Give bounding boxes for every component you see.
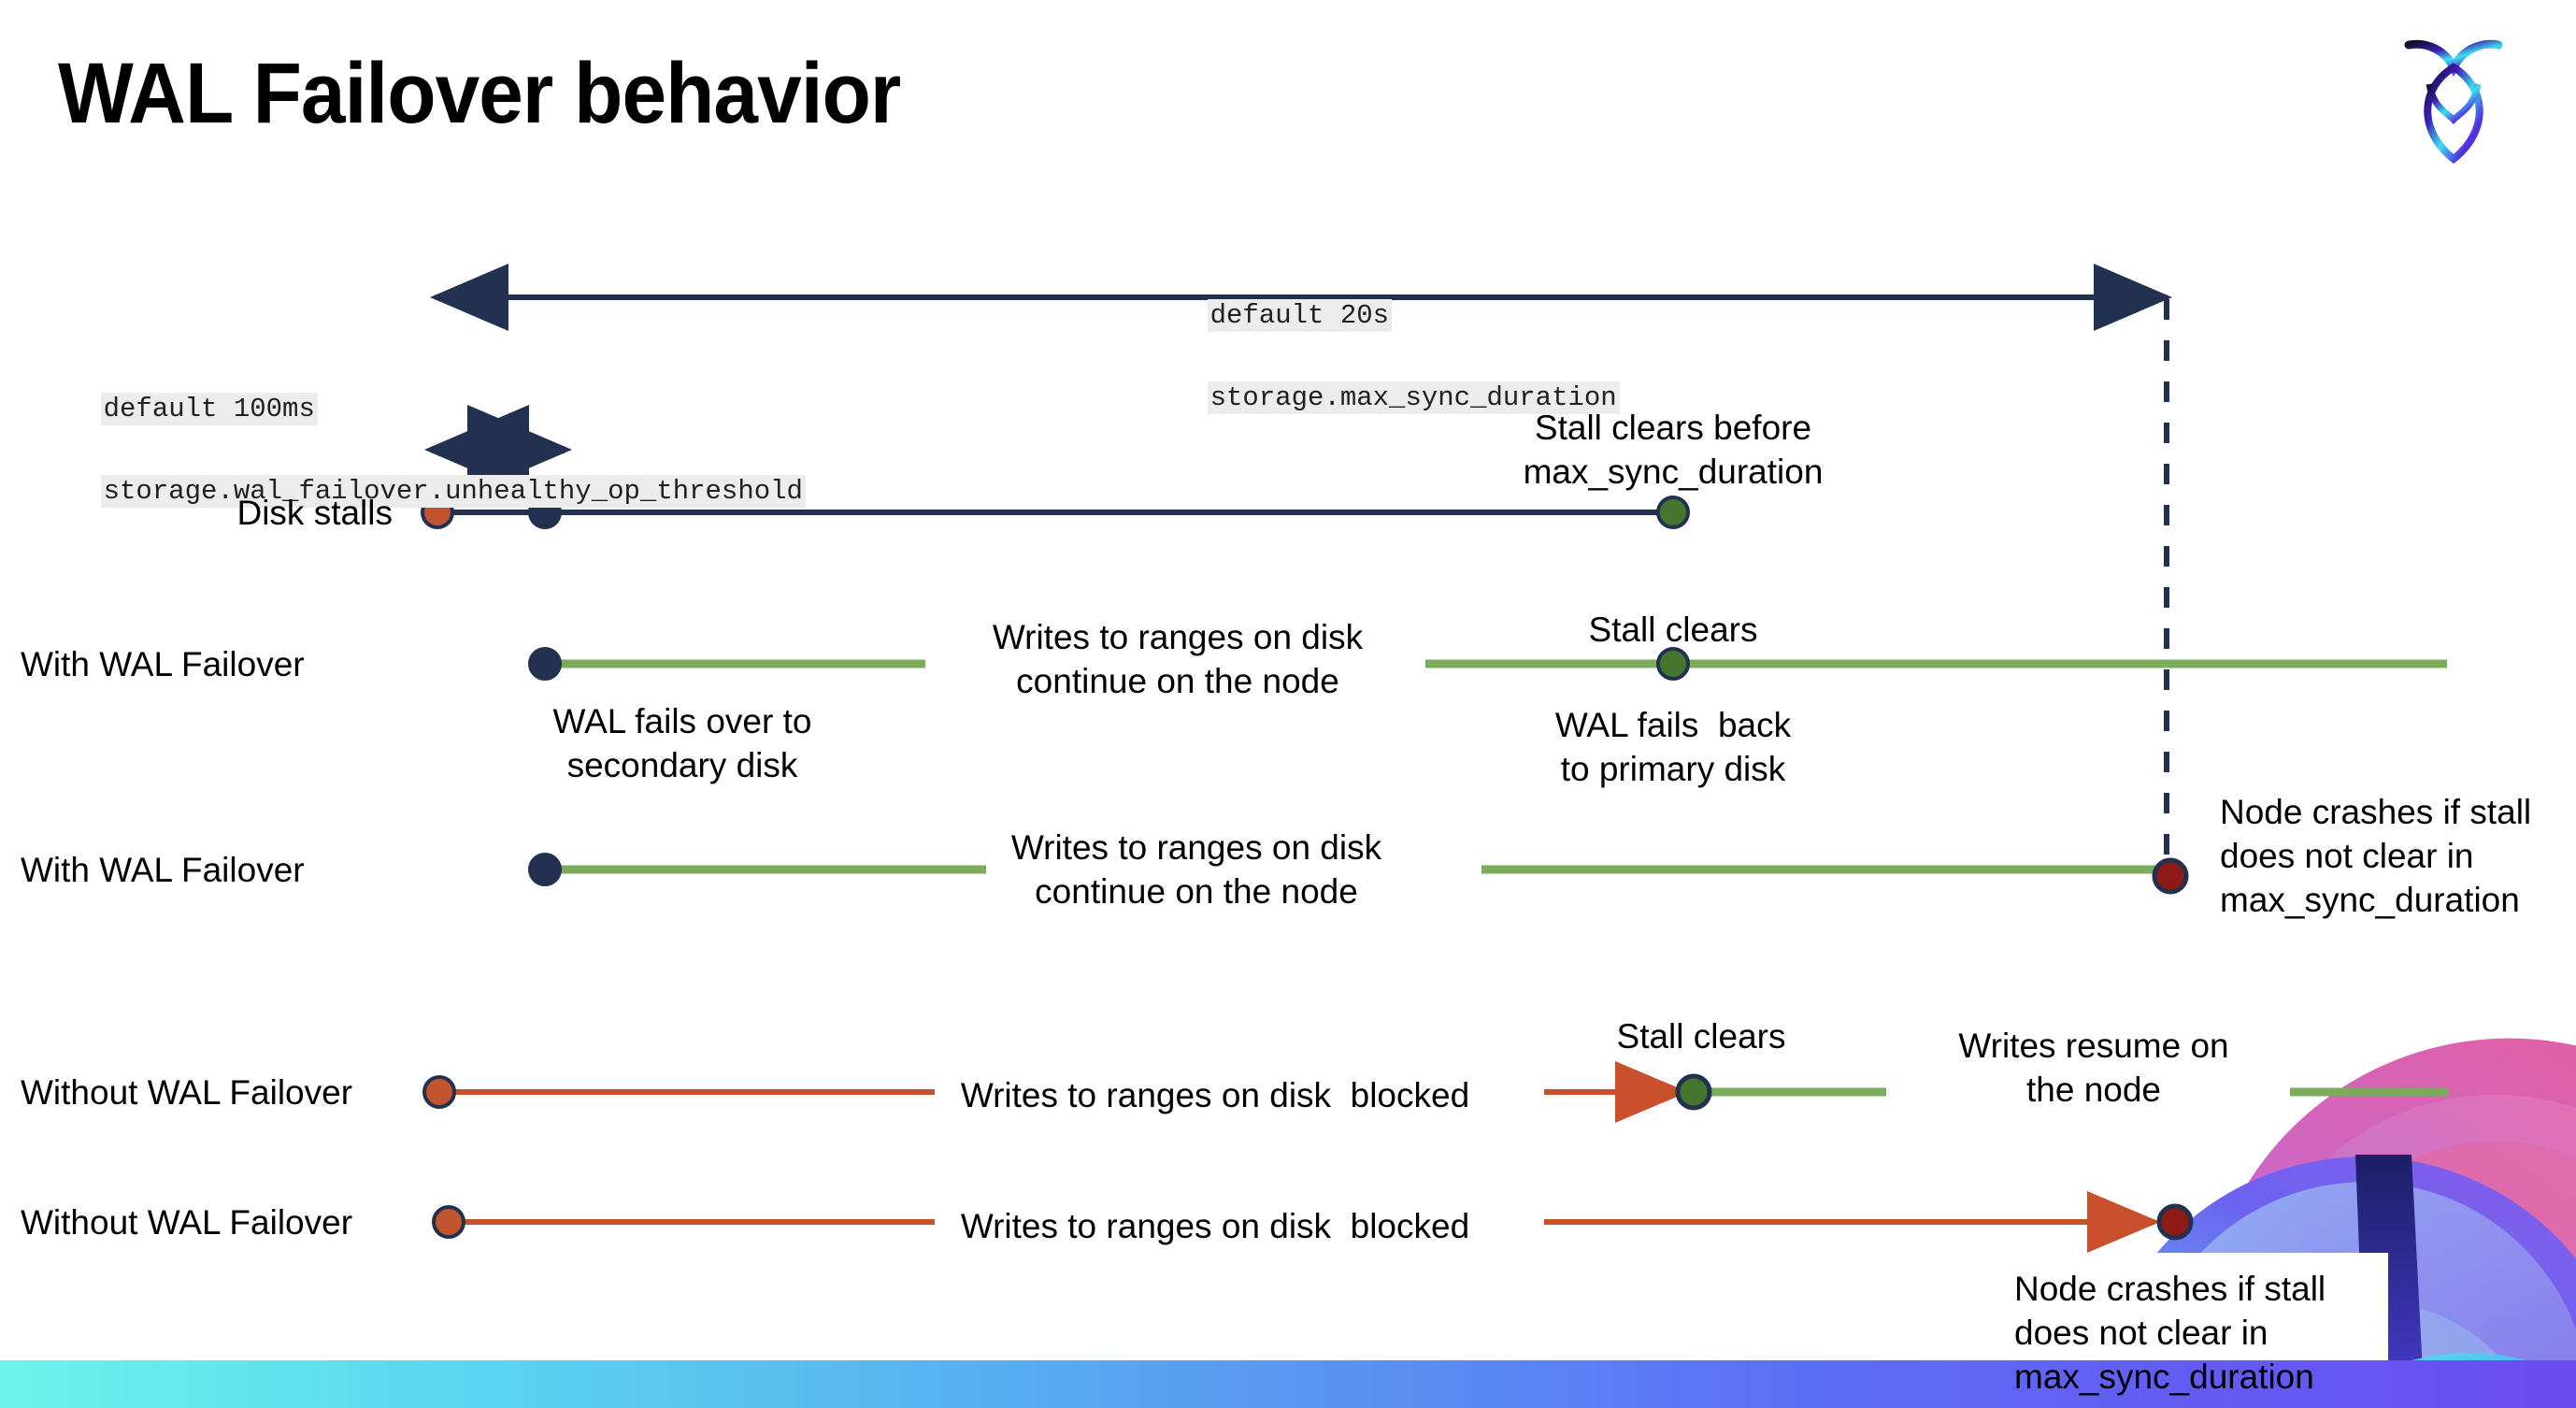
- note-wal-failover-1-stall-clears: Stall clears: [1588, 611, 1758, 649]
- no-failover-2-start-dot: [432, 1205, 465, 1239]
- wal-failover-2-start-dot: [528, 853, 562, 886]
- note-no-failover-1-stall-clears: Stall clears: [1616, 1017, 1786, 1056]
- note-no-failover-2-crash: Node crashes if stall does not clear in …: [2014, 1270, 2326, 1396]
- note-no-failover-1-mid: Writes to ranges on disk blocked: [960, 1076, 1470, 1114]
- no-failover-2-crash-dot: [2156, 1203, 2194, 1241]
- disk-stall-cleared-dot: [1656, 496, 1690, 529]
- note-wal-failover-1-failback: WAL fails back to primary disk: [1554, 706, 1792, 788]
- max-sync-default-text: default 20s: [1207, 299, 1393, 332]
- row-label-disk-stalls: Disk stalls: [236, 494, 393, 532]
- note-wal-failover-2-crash: Node crashes if stall does not clear in …: [2220, 793, 2532, 919]
- unhealthy-default-text: default 100ms: [100, 393, 318, 425]
- note-disk-stalls-clears: Stall clears before max_sync_duration: [1523, 409, 1824, 491]
- bottom-gradient-bar: [0, 1360, 2576, 1408]
- row-label-without-wal-failover-2: Without WAL Failover: [21, 1203, 353, 1242]
- cockroachdb-logo: [2404, 39, 2503, 165]
- note-no-failover-2-mid: Writes to ranges on disk blocked: [960, 1207, 1470, 1245]
- row-label-with-wal-failover-1: With WAL Failover: [21, 645, 305, 683]
- unhealthy-op-threshold-annotation: default 100ms storage.wal_failover.unhea…: [36, 348, 806, 553]
- no-failover-1-clear-dot: [1675, 1073, 1712, 1111]
- no-failover-1-start-dot: [422, 1075, 456, 1109]
- wal-failover-1-clear-dot: [1656, 647, 1690, 681]
- page-title: WAL Failover behavior: [58, 46, 901, 141]
- wal-failover-1-start-dot: [528, 647, 562, 681]
- note-wal-failover-1-mid: Writes to ranges on disk continue on the…: [992, 618, 1364, 700]
- wal-failover-2-crash-dot: [2152, 857, 2189, 895]
- row-label-with-wal-failover-2: With WAL Failover: [21, 851, 305, 889]
- note-wal-failover-1-failover: WAL fails over to secondary disk: [552, 702, 812, 784]
- note-wal-failover-2-mid: Writes to ranges on disk continue on the…: [1010, 828, 1382, 911]
- row-label-without-wal-failover-1: Without WAL Failover: [21, 1073, 353, 1112]
- max-sync-setting-text: storage.max_sync_duration: [1207, 381, 1620, 414]
- unhealthy-setting-text: storage.wal_failover.unhealthy_op_thresh…: [100, 475, 806, 508]
- max-sync-duration-annotation: default 20s storage.max_sync_duration: [1142, 254, 1620, 460]
- note-no-failover-1-resume: Writes resume on the node: [1958, 1027, 2229, 1109]
